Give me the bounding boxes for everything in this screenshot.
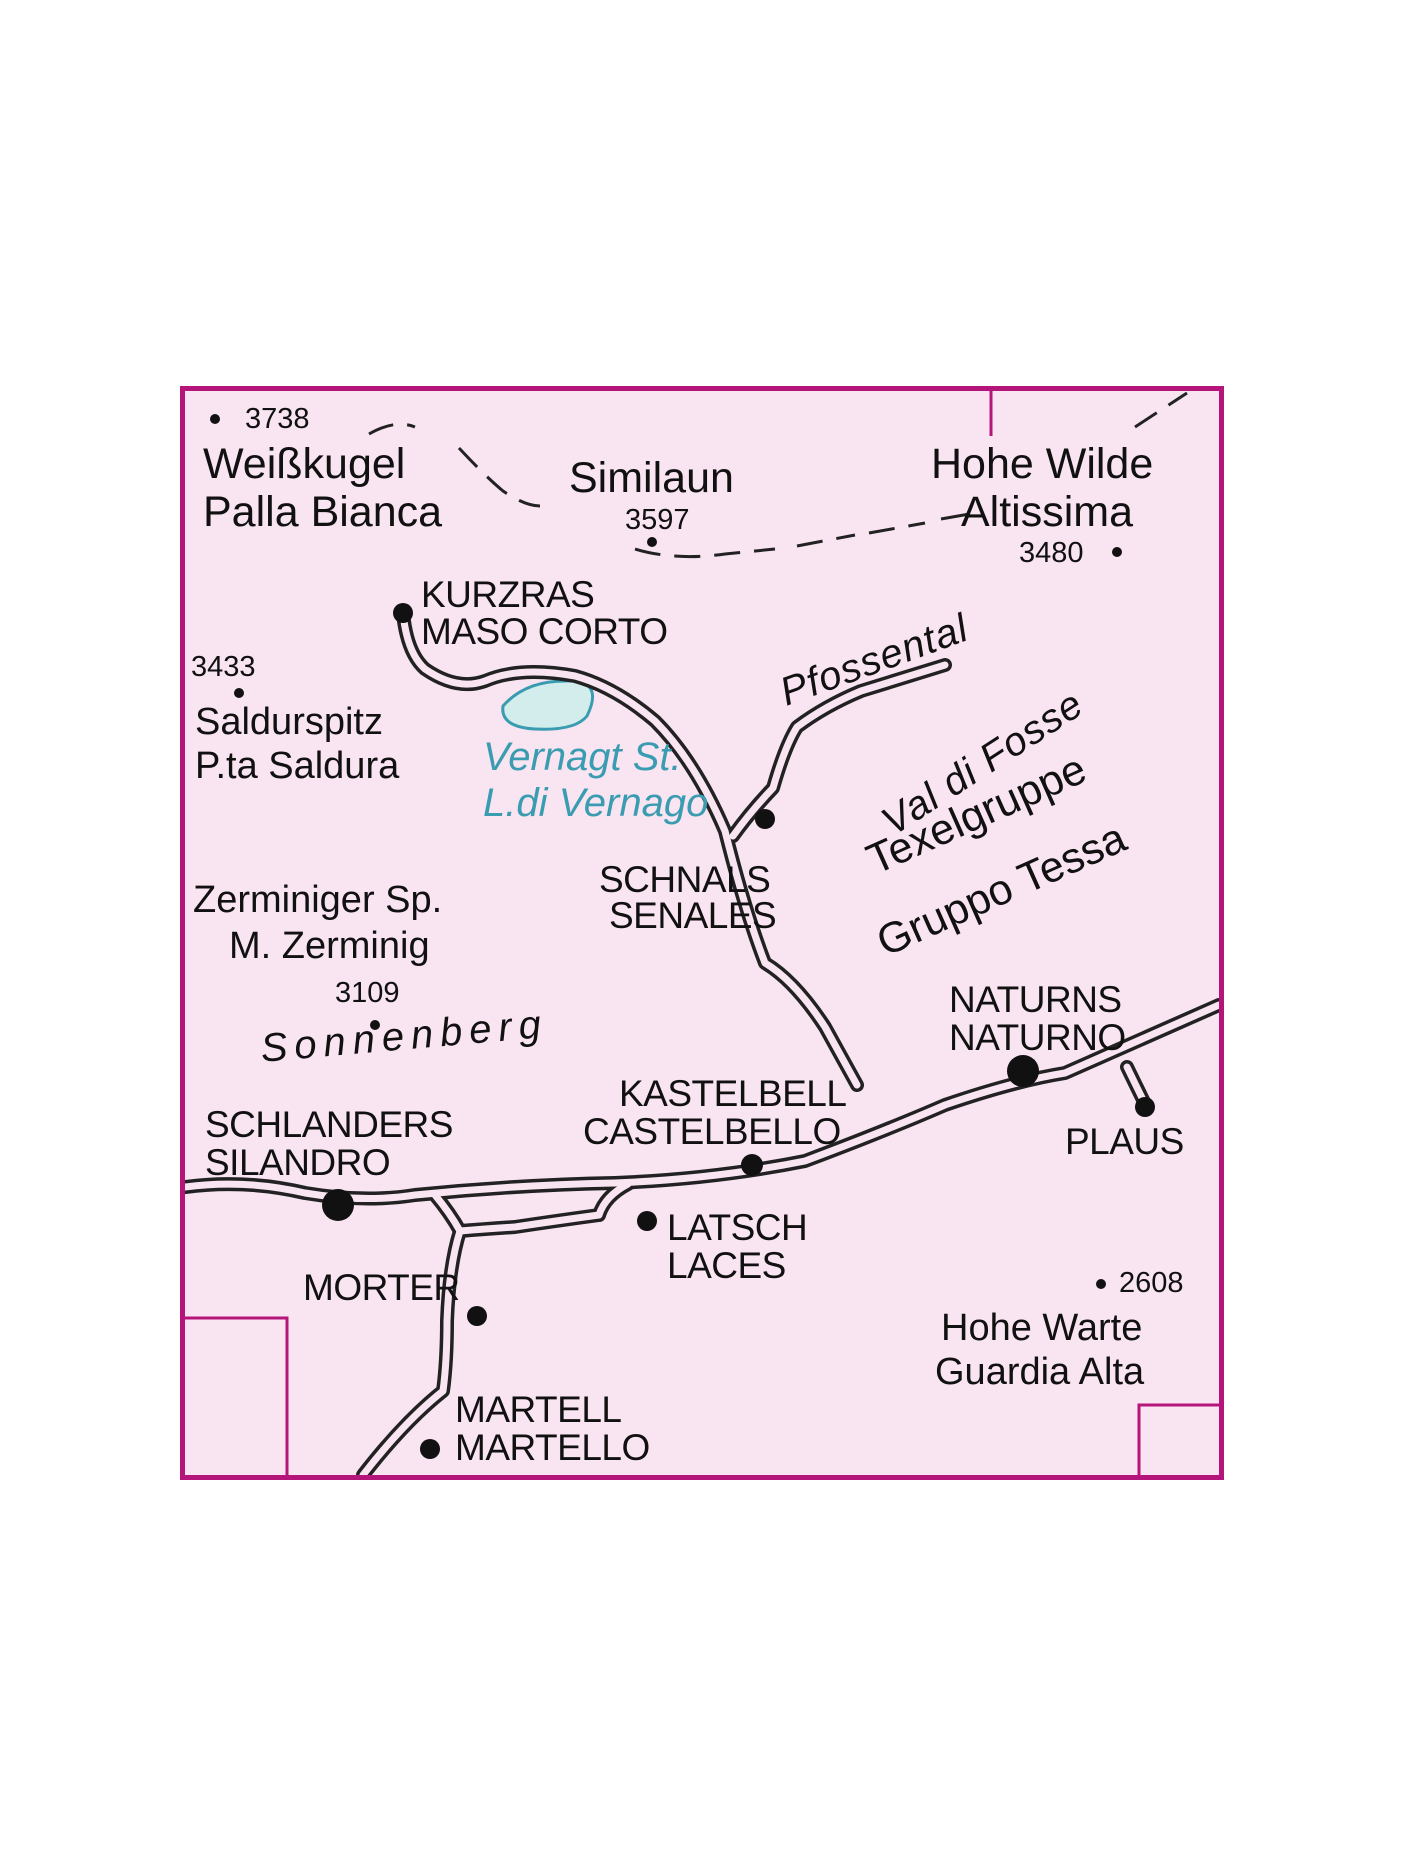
town-label-maso-corto: MASO CORTO [421, 611, 668, 652]
martell-dot[interactable] [420, 1439, 440, 1459]
settlement-markers [322, 603, 1155, 1459]
town-label-schlanders: SCHLANDERS [205, 1104, 453, 1145]
map-canvas[interactable] [185, 391, 1219, 1475]
elevation-label-3738: 3738 [245, 403, 310, 435]
peak-2608-dot[interactable] [1096, 1279, 1106, 1289]
peak-3109-dot[interactable] [370, 1020, 380, 1030]
kastelbell-dot[interactable] [741, 1154, 763, 1176]
sheet-index-lines [185, 391, 1219, 1475]
town-label-latsch: LATSCH [667, 1207, 808, 1248]
town-label-martello: MARTELLO [455, 1427, 650, 1468]
morter-dot[interactable] [467, 1306, 487, 1326]
peak-3597-dot[interactable] [647, 537, 657, 547]
vernagt-lake [501, 679, 595, 731]
peak-label-saldurspitz: Saldurspitz [195, 701, 383, 743]
schlanders-dot[interactable] [322, 1189, 354, 1221]
peak-label-altissima: Altissima [961, 488, 1134, 536]
elevation-label-3597: 3597 [625, 504, 690, 536]
peak-label-guardia-alta: Guardia Alta [935, 1351, 1145, 1393]
town-label-laces: LACES [667, 1245, 786, 1286]
peak-label-weisskugel: Weißkugel [203, 440, 406, 488]
peak-3738-dot[interactable] [210, 414, 220, 424]
kurzras-dot[interactable] [393, 603, 413, 623]
sheet-box-bottom-left [185, 1316, 289, 1475]
lake-label-vernagt-st: Vernagt St. [483, 735, 682, 779]
peak-label-palla-bianca: Palla Bianca [203, 488, 443, 536]
town-label-naturno: NATURNO [949, 1017, 1126, 1058]
peak-label-hohe-warte: Hohe Warte [941, 1307, 1143, 1349]
town-label-martell: MARTELL [455, 1389, 622, 1430]
town-label-senales: SENALES [609, 895, 777, 936]
plaus-dot[interactable] [1135, 1097, 1155, 1117]
naturns-dot[interactable] [1007, 1055, 1039, 1087]
elevation-label-3480: 3480 [1019, 537, 1084, 569]
peak-3480-dot[interactable] [1112, 547, 1122, 557]
elevation-label-2608: 2608 [1119, 1267, 1184, 1299]
schnals-dot[interactable] [755, 809, 775, 829]
town-label-kastelbell: KASTELBELL [619, 1073, 847, 1114]
lake-label-l-di-vernago: L.di Vernago [483, 781, 709, 825]
map-frame: 3738 Weißkugel Palla Bianca Similaun 359… [180, 386, 1224, 1480]
town-label-morter: MORTER [303, 1267, 460, 1308]
town-label-kurzras: KURZRAS [421, 574, 595, 615]
peak-3433-dot[interactable] [234, 688, 244, 698]
town-label-silandro: SILANDRO [205, 1142, 391, 1183]
town-label-naturns: NATURNS [949, 979, 1122, 1020]
latsch-dot[interactable] [637, 1211, 657, 1231]
town-label-castelbello: CASTELBELLO [583, 1111, 841, 1152]
town-label-schnals: SCHNALS [599, 859, 771, 900]
peak-label-zerminiger-sp: Zerminiger Sp. [193, 879, 443, 921]
elevation-label-3109: 3109 [335, 977, 400, 1009]
peak-label-hohe-wilde: Hohe Wilde [931, 440, 1154, 488]
sheet-box-bottom-right [1137, 1403, 1219, 1475]
peak-label-similaun: Similaun [569, 454, 734, 502]
ridge-border-line [368, 391, 1188, 559]
summit-markers [210, 414, 1122, 1289]
town-label-plaus: PLAUS [1065, 1121, 1184, 1162]
peak-label-m-zerminig: M. Zerminig [229, 925, 430, 967]
elevation-label-3433: 3433 [191, 651, 256, 683]
peak-label-p-ta-saldura: P.ta Saldura [195, 745, 400, 787]
